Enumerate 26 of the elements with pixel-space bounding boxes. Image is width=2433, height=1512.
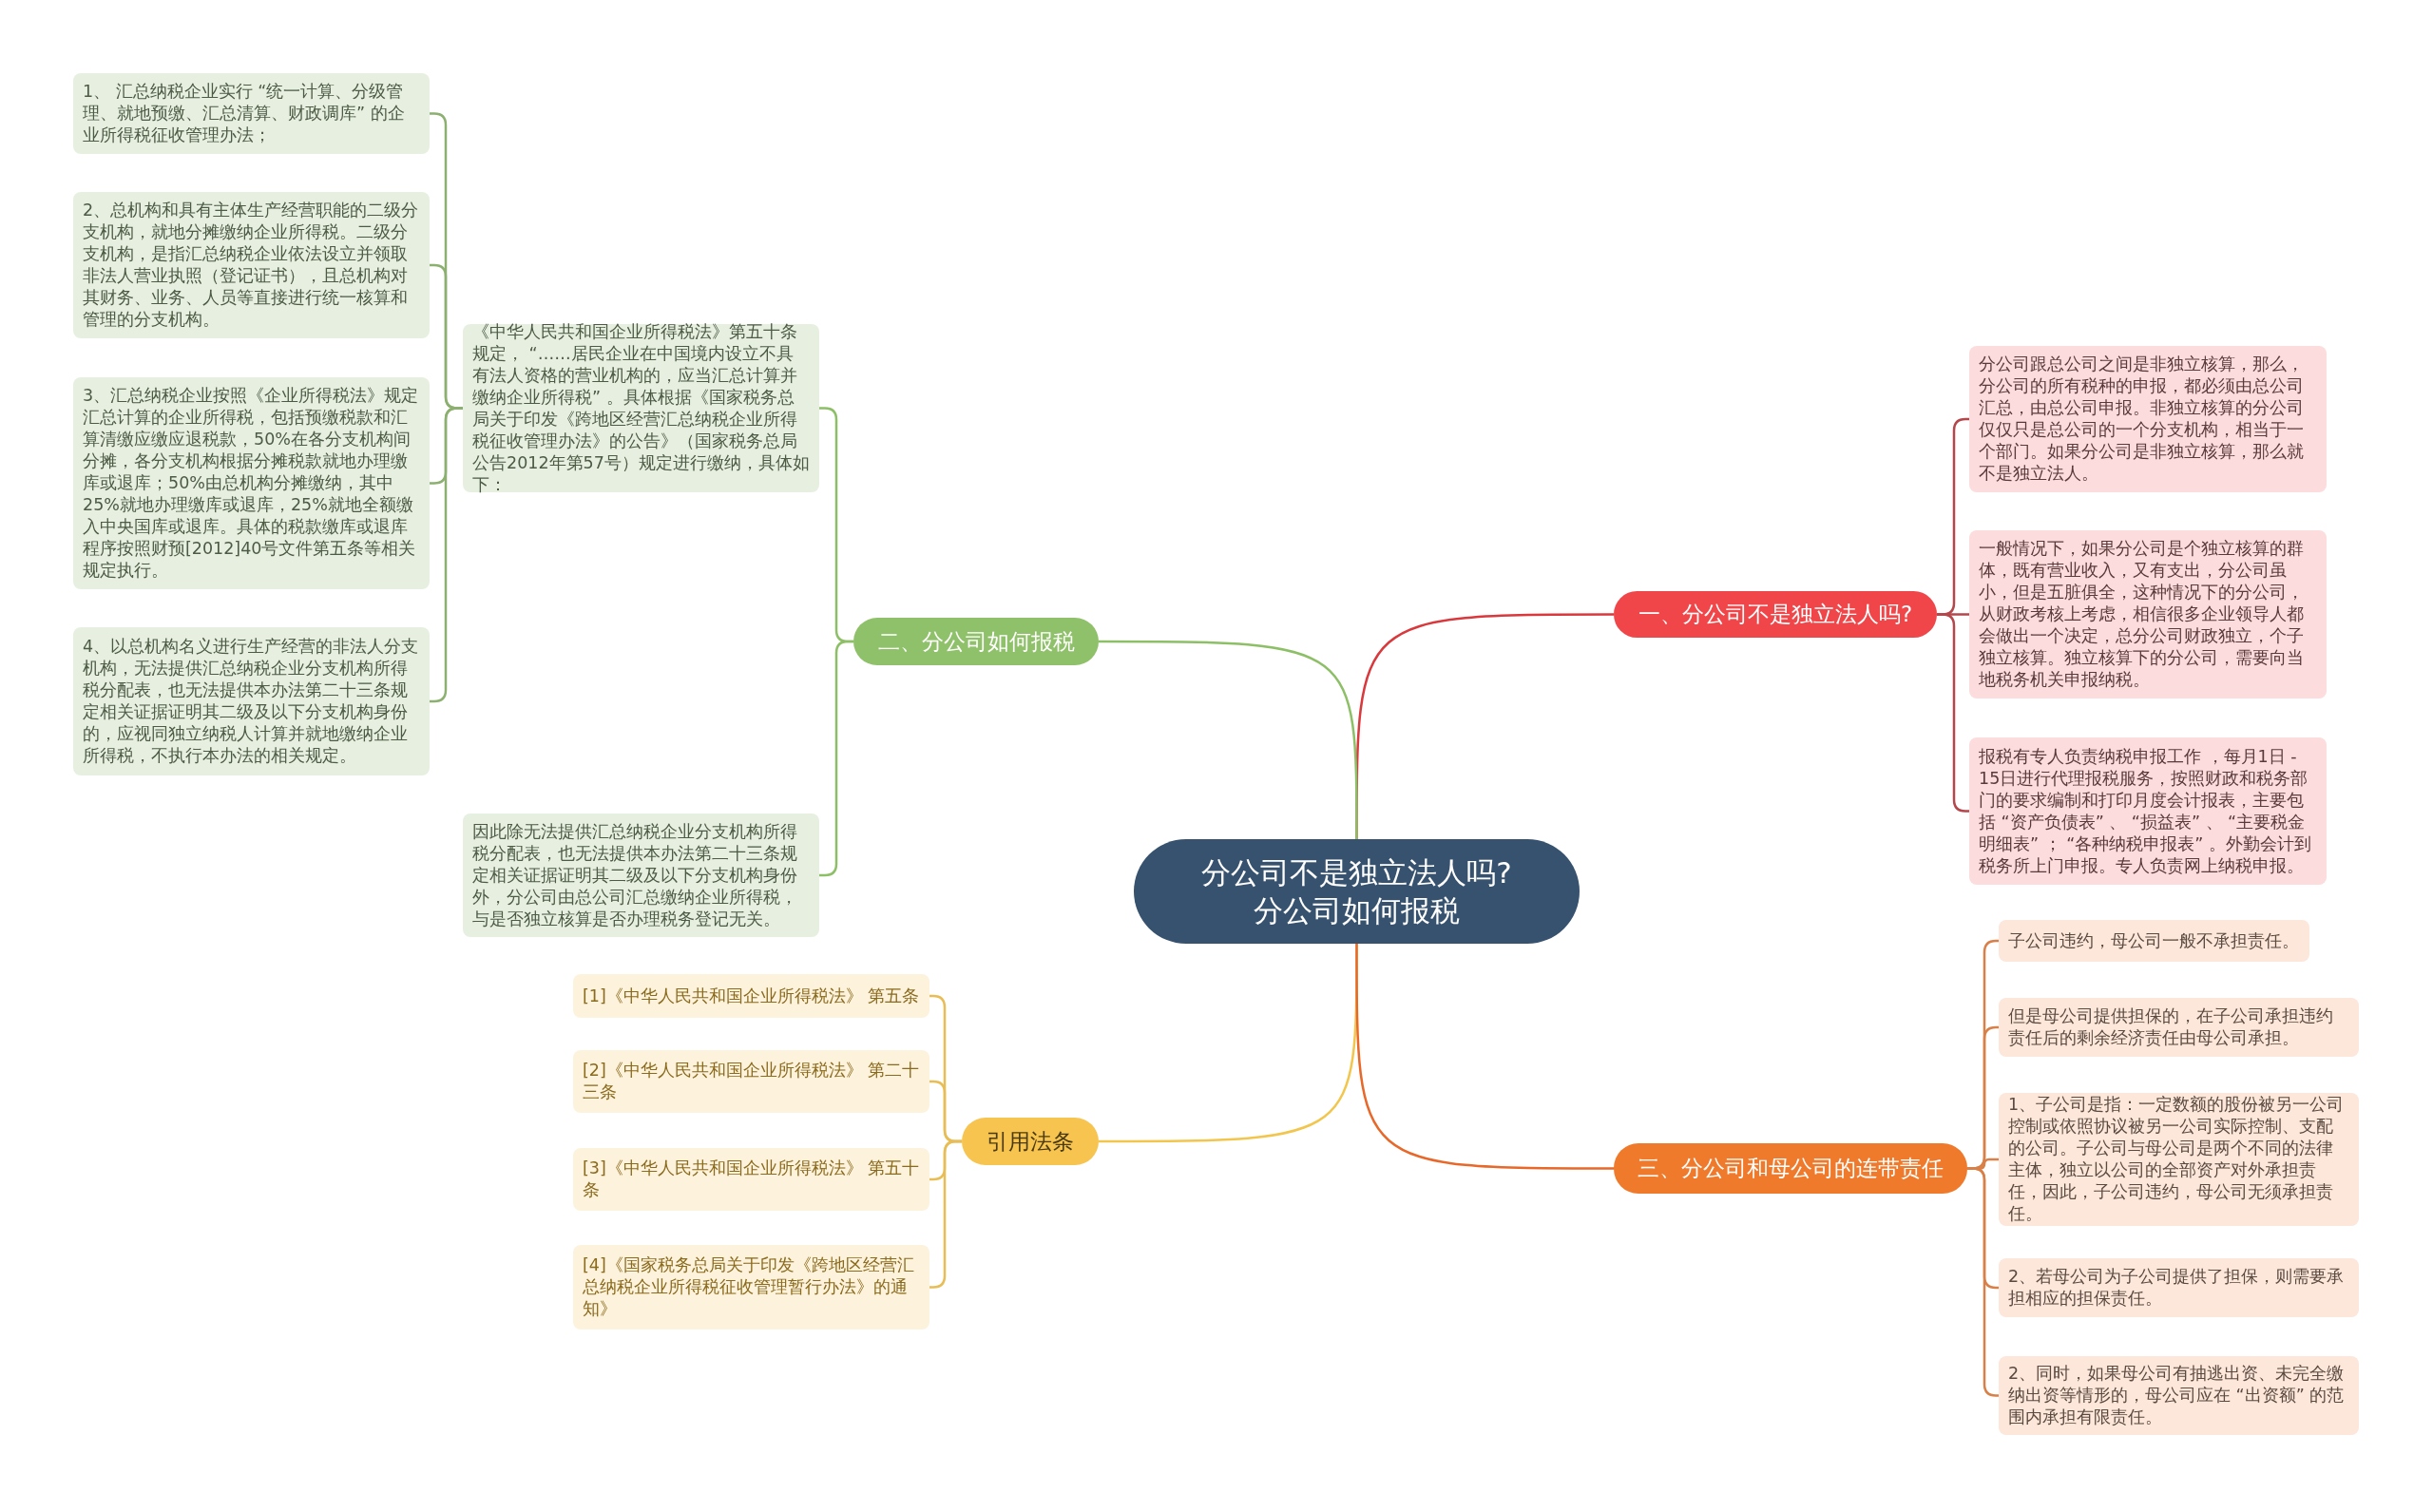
topic-pill: 三、分公司和母公司的连带责任	[1614, 1143, 1967, 1194]
topic-pill: 一、分公司不是独立法人吗?	[1614, 591, 1937, 638]
note-box: [4]《国家税务总局关于印发《跨地区经营汇总纳税企业所得税征收管理暂行办法》的通知》	[573, 1245, 929, 1330]
connector	[1967, 1167, 1999, 1397]
note-box: [1]《中华人民共和国企业所得税法》 第五条	[573, 974, 929, 1018]
note-box: 报税有专人负责纳税申报工作 ，每月1日 - 15日进行代理报税服务，按照财政和税务部门的要求编制和打印月度会计报表，主要包括 “资产负债表” 、 “损益表” 、 “主要税金明细表” ； “各种纳税申报表” 。外勤会计到税务所上门申报。专人负责网上纳税申报。	[1969, 737, 2327, 885]
topic-pill: 二、分公司如何报税	[853, 618, 1099, 665]
note-box: 2、同时，如果母公司有抽逃出资、未完全缴纳出资等情形的，母公司应在 “出资额” 的范围内承担有限责任。	[1999, 1356, 2359, 1435]
note-box: 3、汇总纳税企业按照《企业所得税法》规定汇总计算的企业所得税，包括预缴税款和汇算清缴应缴应退税款，50%在各分支机构间分摊，各分支机构根据分摊税款就地办理缴库或退库；50%由总机构分摊缴纳，其中25%就地办理缴库或退库，25%就地全额缴入中央国库或退库。具体的税款缴库或退库程序按照财预[2012]40号文件第五条等相关规定执行。	[73, 377, 430, 589]
connector	[1355, 944, 1614, 1170]
note-box: 1、 汇总纳税企业实行 “统一计算、分级管理、就地预缴、汇总清算、财政调库” 的企业所得税征收管理办法；	[73, 73, 430, 154]
note-box: 一般情况下，如果分公司是个独立核算的群体，既有营业收入，又有支出，分公司虽小，但是五脏俱全，这种情况下的分公司，从财政考核上考虑，相信很多企业领导人都会做出一个决定，总分公司财政独立，个子独立核算。独立核算下的分公司，需要向当地税务机关申报纳税。	[1969, 530, 2327, 699]
note-box: [2]《中华人民共和国企业所得税法》 第二十三条	[573, 1050, 929, 1113]
connector	[1099, 640, 1358, 839]
central-topic: 分公司不是独立法人吗?分公司如何报税	[1134, 839, 1580, 944]
note-box: 4、以总机构名义进行生产经营的非法人分支机构，无法提供汇总纳税企业分支机构所得税分配表，也无法提供本办法第二十三条规定相关证据证明其二级及以下分支机构身份的，应视同独立纳税人计算并就地缴纳企业所得税，不执行本办法的相关规定。	[73, 627, 430, 775]
note-box: 1、子公司是指：一定数额的股份被另一公司控制或依照协议被另一公司实际控制、支配的公司。子公司与母公司是两个不同的法律主体，独立以公司的全部资产对外承担责任，因此，子公司违约，母公司无须承担责任。	[1999, 1093, 2359, 1226]
note-box: 子公司违约，母公司一般不承担责任。	[1999, 920, 2309, 962]
note-box: 分公司跟总公司之间是非独立核算，那么，分公司的所有税种的申报，都必须由总公司汇总，由总公司申报。非独立核算的分公司仅仅只是总公司的一个分支机构，相当于一个部门。如果分公司是非独立核算，那么就不是独立法人。	[1969, 346, 2327, 492]
topic-pill: 引用法条	[962, 1118, 1099, 1165]
note-box: 《中华人民共和国企业所得税法》第五十条规定， “……居民企业在中国境内设立不具有法人资格的营业机构的，应当汇总计算并缴纳企业所得税” 。具体根据《国家税务总局关于印发《跨地区经营汇总纳税企业所得税征收管理办法》的公告》（国家税务总局公告2012年第57号）规定进行缴纳，具体如下：	[463, 324, 819, 492]
note-box: 但是母公司提供担保的，在子公司承担违约责任后的剩余经济责任由母公司承担。	[1999, 998, 2359, 1057]
note-box: [3]《中华人民共和国企业所得税法》 第五十条	[573, 1148, 929, 1211]
note-box: 因此除无法提供汇总纳税企业分支机构所得税分配表，也无法提供本办法第二十三条规定相关证据证明其二级及以下分支机构身份外，分公司由总公司汇总缴纳企业所得税，与是否独立核算是否办理税务登记无关。	[463, 813, 819, 937]
note-box: 2、总机构和具有主体生产经营职能的二级分支机构，就地分摊缴纳企业所得税。二级分支机构，是指汇总纳税企业依法设立并领取非法人营业执照（登记证书），且总机构对其财务、业务、人员等直接进行统一核算和管理的分支机构。	[73, 192, 430, 338]
note-box: 2、若母公司为子公司提供了担保，则需要承担相应的担保责任。	[1999, 1258, 2359, 1317]
